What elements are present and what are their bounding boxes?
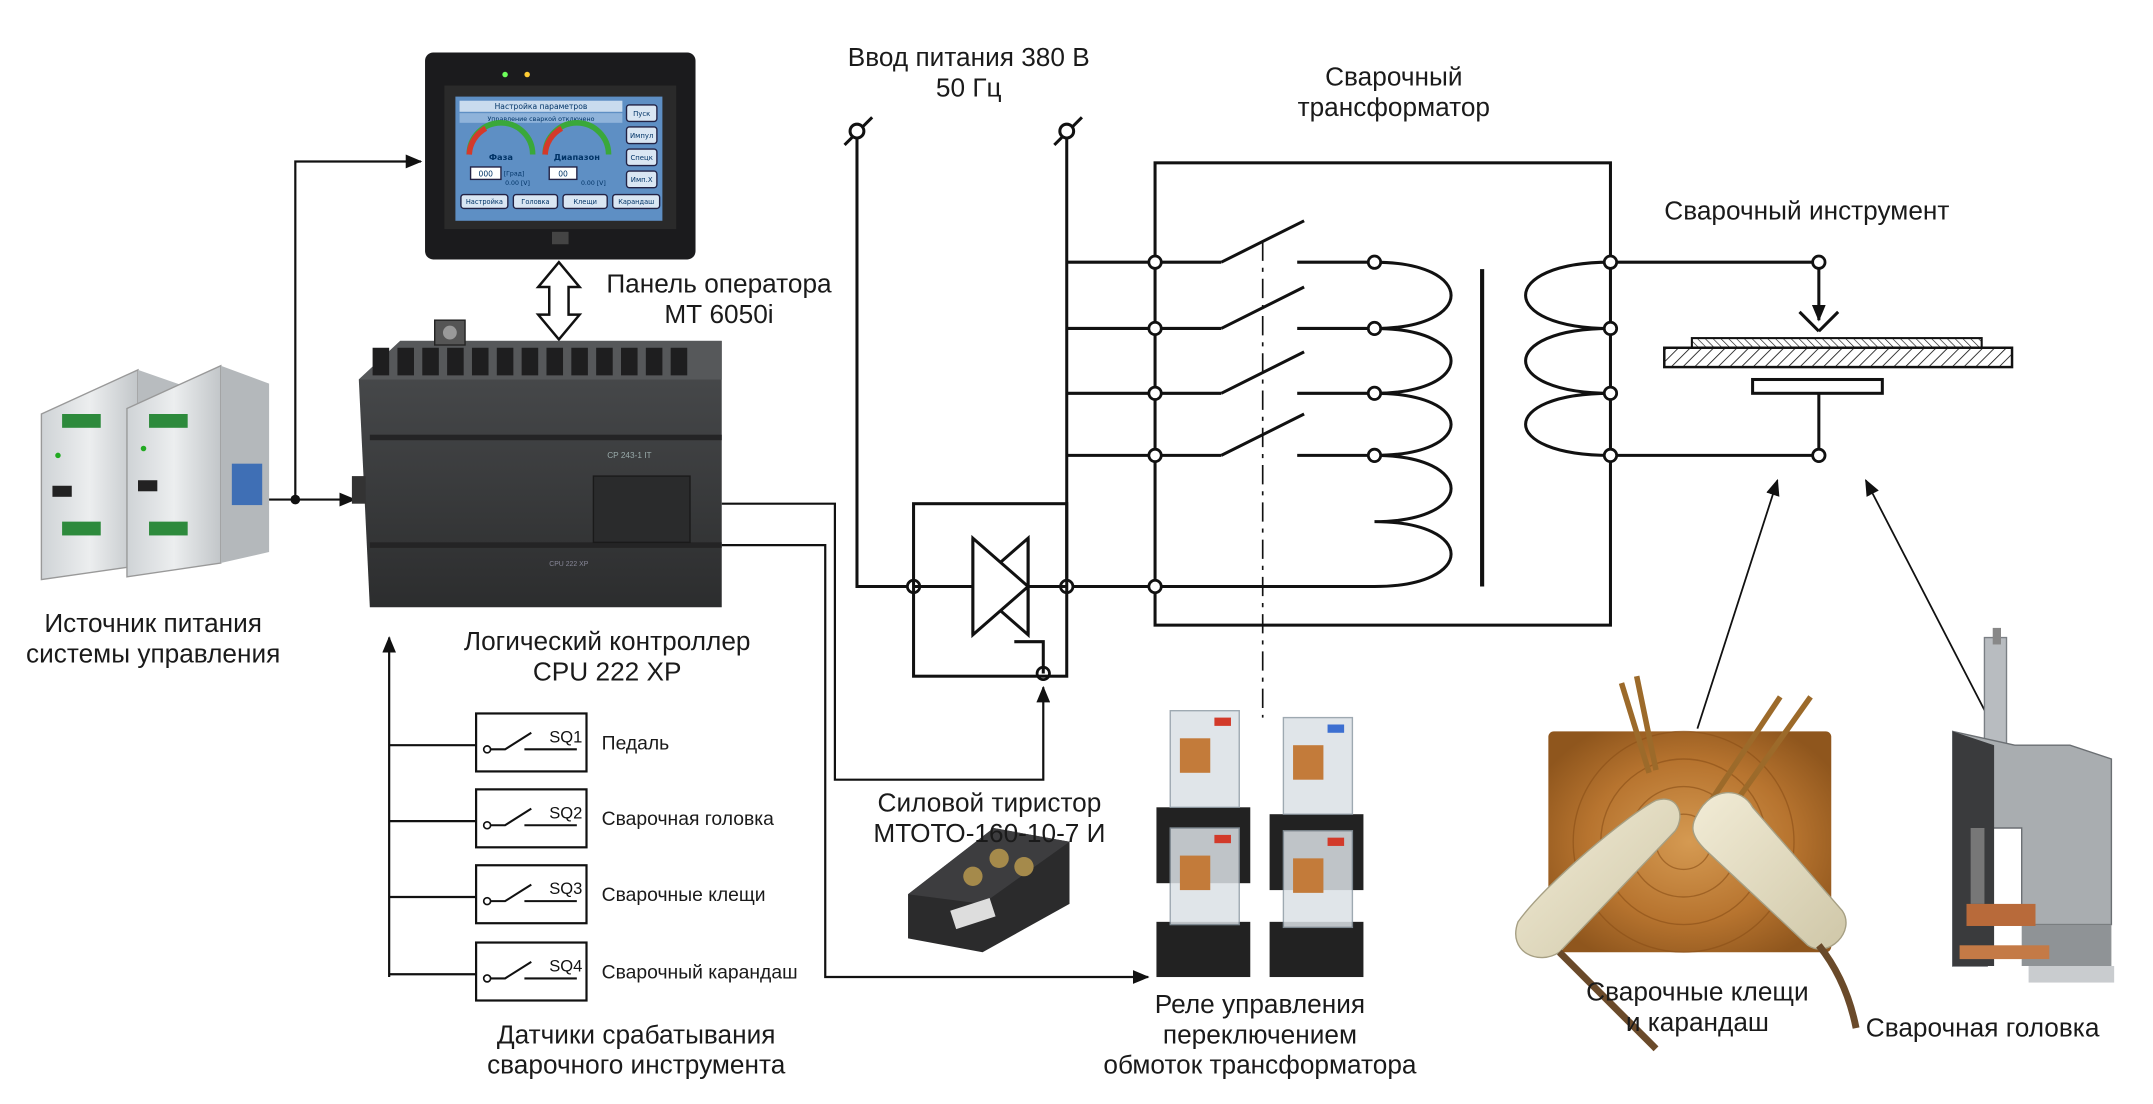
relay-label: Реле управления переключением обмоток тр… — [1103, 990, 1417, 1081]
svg-text:0.00 [V]: 0.00 [V] — [505, 180, 530, 187]
plc-image: CP 243-1 IT CPU 222 XP — [351, 319, 722, 608]
hmi-plc-link-arrow — [535, 260, 583, 342]
arrow-tip-l — [1798, 310, 1820, 333]
sensor-label-pliers: Сварочные клещи — [601, 883, 766, 906]
power-supply-label: Источник питания системы управления — [26, 609, 281, 670]
svg-text:Управление сваркой отключено: Управление сваркой отключено — [487, 115, 594, 123]
relay-image — [1156, 710, 1364, 978]
operator-panel-label: Панель оператора МТ 6050i — [606, 270, 832, 330]
welding-head-image — [1952, 627, 2115, 983]
svg-text:Клещи: Клещи — [573, 198, 597, 206]
svg-text:Имп.Х: Имп.Х — [631, 176, 653, 184]
sensors-caption: Датчики срабатывания сварочного инструме… — [487, 1021, 786, 1081]
svg-text:Импул: Импул — [630, 132, 653, 140]
thyristor-label: Силовой тиристор МТОТО-160-10-7 И — [873, 789, 1106, 849]
thyristor-symbol — [912, 502, 1069, 678]
welding-tool-label: Сварочный инструмент — [1664, 197, 1950, 227]
sensor-switch-nodes — [482, 745, 492, 983]
svg-text:000: 000 — [479, 170, 494, 179]
svg-text:Карандаш: Карандаш — [618, 198, 654, 206]
svg-text:CPU 222 XP: CPU 222 XP — [549, 561, 588, 568]
primary-winding — [1155, 260, 1453, 589]
svg-text:[Град]: [Град] — [504, 170, 525, 177]
sensor-code: SQ4 — [549, 957, 582, 976]
workpiece — [1663, 337, 2014, 395]
svg-text:Головка: Головка — [521, 198, 549, 206]
svg-text:Настройка параметров: Настройка параметров — [495, 102, 588, 111]
contact-nodes — [905, 254, 1827, 682]
svg-text:Настройка: Настройка — [466, 198, 503, 206]
terminal-l2 — [1058, 122, 1076, 140]
power-input-label: Ввод питания 380 В 50 Гц — [847, 44, 1090, 104]
thyristor-module-image — [908, 828, 1070, 953]
schematic — [843, 116, 1840, 627]
control-wires — [248, 154, 1150, 984]
operator-panel-image: Настройка параметров Управление сваркой … — [425, 52, 696, 260]
sensor-label-pencil: Сварочный карандаш — [601, 960, 798, 983]
wire-plc-relay — [721, 543, 1150, 984]
sensor-code: SQ3 — [549, 879, 582, 898]
sensor-code: SQ2 — [549, 803, 582, 822]
welding-pliers-image — [1515, 675, 1860, 1052]
sensor-codes: SQ1 SQ2 SQ3 SQ4 — [549, 727, 582, 975]
junction-dot — [290, 494, 301, 505]
svg-text:0.00 [V]: 0.00 [V] — [581, 180, 606, 187]
svg-text:Фаза: Фаза — [489, 152, 513, 162]
arrow-tip-r — [1817, 310, 1840, 333]
wire-l1 — [855, 137, 914, 589]
power-supply-image — [40, 364, 270, 581]
sensor-label-head: Сварочная головка — [601, 807, 774, 830]
head-caption: Сварочная головка — [1865, 1014, 2100, 1044]
svg-text:Пуск: Пуск — [633, 110, 650, 118]
relay-contacts — [1155, 219, 1375, 457]
svg-text:Диапазон: Диапазон — [554, 152, 601, 162]
transformer-label: Сварочный трансформатор — [1297, 63, 1491, 123]
photo-arrows — [1696, 478, 1997, 732]
svg-text:Спецк: Спецк — [630, 154, 652, 162]
secondary-winding — [1524, 260, 1611, 457]
svg-text:00: 00 — [558, 170, 568, 179]
sensor-boxes — [474, 712, 588, 1002]
sensor-label-pedal: Педаль — [601, 731, 670, 754]
wire-psu-hmi — [294, 154, 423, 500]
controller-label: Логический контроллер CPU 222 XP — [463, 627, 751, 688]
sensor-code: SQ1 — [549, 727, 582, 746]
pliers-caption: Сварочные клещи и карандаш — [1586, 978, 1809, 1038]
wire-plc-thyristor — [721, 502, 1051, 781]
svg-text:CP 243-1 IT: CP 243-1 IT — [607, 451, 651, 460]
terminal-l1 — [848, 122, 866, 140]
